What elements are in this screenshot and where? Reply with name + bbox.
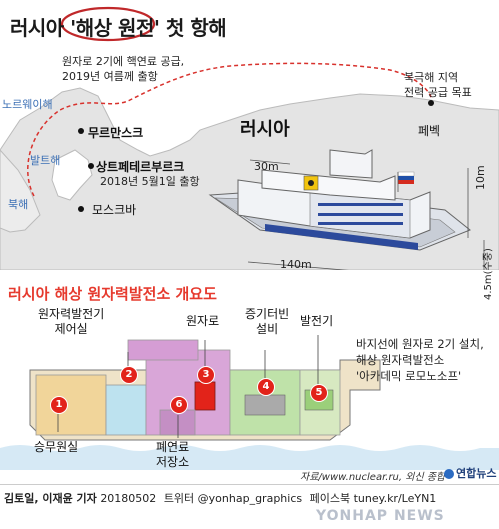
city-spb: 상트페테르부르크	[96, 160, 185, 174]
sea-label-baltic: 발트해	[30, 154, 61, 167]
route-line	[27, 62, 433, 197]
footer-facebook[interactable]: 페이스북 tuney.kr/LeYN1	[309, 492, 437, 505]
footer-divider	[0, 484, 499, 485]
dim-length: 140m	[280, 258, 312, 271]
dim-width: 30m	[254, 160, 279, 173]
moscow-dot	[78, 206, 84, 212]
city-pevek: 페벡	[418, 124, 441, 138]
badge-1: 1	[50, 396, 68, 414]
spb-note: 2018년 5월1일 출항	[100, 175, 200, 188]
badge-5: 5	[310, 384, 328, 402]
dim-height: 10m	[474, 165, 487, 190]
footer-date: 20180502	[100, 492, 157, 505]
map-graphic	[0, 6, 499, 270]
sea-label-north: 북해	[8, 198, 29, 211]
brand-globe-icon	[444, 469, 454, 479]
spb-dot	[88, 163, 94, 169]
part-label-3: 원자로	[186, 314, 220, 328]
badge-2: 2	[120, 366, 138, 384]
murmansk-note: 원자로 2기에 핵연료 공급, 2019년 여름께 출항	[62, 55, 185, 83]
watermark: YONHAP NEWS	[316, 508, 445, 524]
badge-4: 4	[257, 378, 275, 396]
ship-illustration	[208, 149, 471, 251]
cross-section-diagram	[0, 335, 499, 470]
land-europe-west	[0, 149, 41, 233]
dim-draft: 4.5m(수중)	[483, 248, 494, 300]
diagram-description: 바지선에 원자로 2기 설치, 해상 원자력발전소 '아카데믹 로모노소프'	[356, 337, 484, 383]
source-note: 자료/www.nuclear.ru, 외신 종합	[300, 472, 446, 483]
footer-twitter[interactable]: 트위터 @yonhap_graphics	[163, 492, 303, 505]
sea-label-norwegian: 노르웨이해	[2, 98, 53, 111]
baltic-sea	[51, 149, 93, 201]
part-label-5: 발전기	[300, 314, 334, 328]
badge-3: 3	[197, 366, 215, 384]
badge-6: 6	[170, 396, 188, 414]
title-highlight-circle	[60, 6, 156, 42]
diagram-title: 러시아 해상 원자력발전소 개요도	[8, 285, 217, 303]
page-title: 러시아 '해상 원전' 첫 항해	[10, 16, 227, 40]
murmansk-dot	[78, 128, 84, 134]
footer: 김토일, 이재윤 기자 20180502 트위터 @yonhap_graphic…	[4, 490, 436, 506]
city-murmansk: 무르만스크	[88, 126, 144, 140]
byline: 김토일, 이재윤 기자	[4, 492, 97, 505]
brand-logo: 연합뉴스	[444, 465, 496, 481]
country-label-russia: 러시아	[240, 119, 290, 140]
city-moscow: 모스크바	[92, 203, 137, 217]
pevek-dot	[428, 100, 434, 106]
pevek-note: 북극해 지역 전력 공급 목표	[404, 71, 472, 99]
part-label-1: 승무원실	[34, 440, 79, 454]
